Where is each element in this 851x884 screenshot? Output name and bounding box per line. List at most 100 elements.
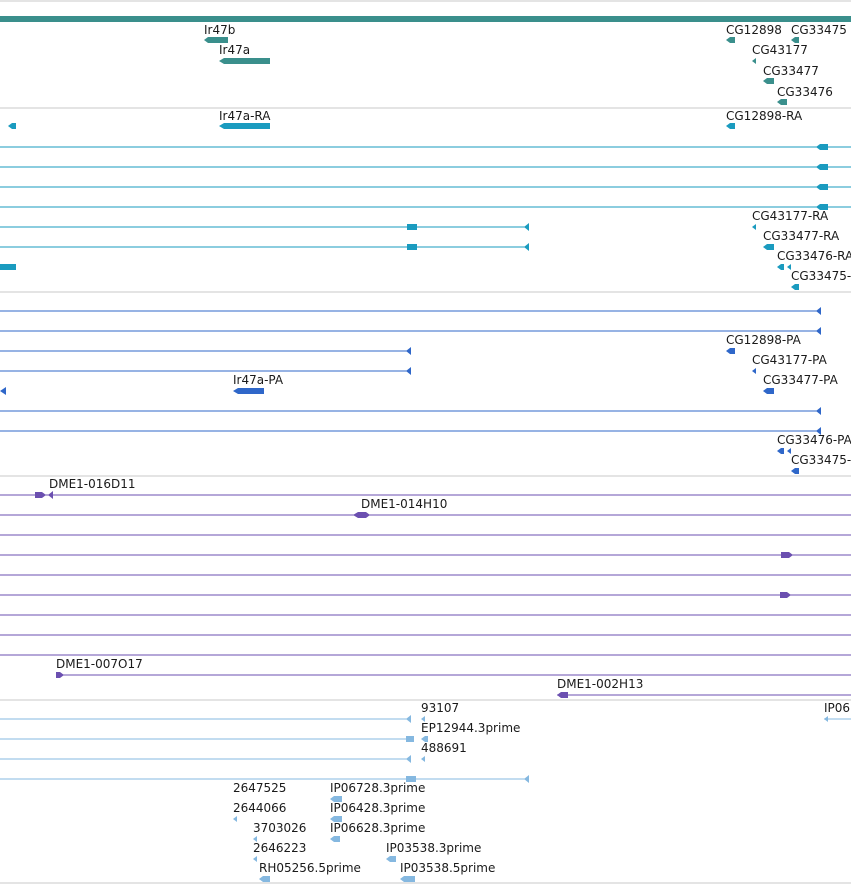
transcript-exon[interactable]	[524, 243, 529, 251]
protein-end[interactable]	[816, 307, 821, 315]
transcript-exon[interactable]	[524, 223, 529, 231]
est-label[interactable]: IP03538.5prime	[400, 861, 495, 875]
protein-end[interactable]	[406, 367, 411, 375]
protein-label[interactable]: Ir47a-PA	[233, 373, 284, 387]
protein-feature[interactable]	[233, 388, 264, 394]
est-feature[interactable]	[421, 716, 425, 722]
transcript-feature[interactable]	[791, 284, 799, 290]
est-feature[interactable]	[386, 856, 396, 862]
transcript-label[interactable]: CG33476-RA	[777, 249, 851, 263]
clone-marker[interactable]	[56, 672, 64, 678]
clone-label[interactable]: DME1-016D11	[49, 477, 136, 491]
protein-feature[interactable]	[0, 387, 6, 395]
gene-feature[interactable]	[791, 37, 799, 43]
protein-feature[interactable]	[752, 368, 756, 374]
protein-feature[interactable]	[787, 448, 791, 454]
est-end[interactable]	[406, 715, 411, 723]
transcript-feature[interactable]	[0, 264, 16, 270]
transcript-exon[interactable]	[816, 184, 828, 190]
transcript-label[interactable]: CG43177-RA	[752, 209, 829, 223]
est-feature[interactable]	[421, 756, 425, 762]
est-label[interactable]: 2646223	[253, 841, 306, 855]
est-feature[interactable]	[421, 736, 428, 742]
est-feature[interactable]	[330, 816, 342, 822]
est-label[interactable]: 93107	[421, 701, 459, 715]
transcript-label[interactable]: CG33475-	[791, 269, 851, 283]
est-end[interactable]	[406, 755, 411, 763]
gene-label[interactable]: CG33477	[763, 64, 819, 78]
protein-feature[interactable]	[791, 468, 799, 474]
protein-end[interactable]	[406, 347, 411, 355]
est-label[interactable]: 2647525	[233, 781, 286, 795]
clone-marker[interactable]	[353, 512, 370, 518]
gene-feature[interactable]	[726, 37, 735, 43]
est-feature[interactable]	[330, 836, 340, 842]
transcript-feature[interactable]	[8, 123, 16, 129]
est-feature[interactable]	[824, 716, 828, 722]
est-feature[interactable]	[259, 876, 270, 882]
protein-end[interactable]	[816, 327, 821, 335]
clone-label[interactable]: DME1-007O17	[56, 657, 143, 671]
gene-feature[interactable]	[752, 58, 756, 64]
transcript-exon[interactable]	[816, 204, 828, 210]
transcript-label[interactable]: CG12898-RA	[726, 109, 803, 123]
est-label[interactable]: EP12944.3prime	[421, 721, 520, 735]
protein-label[interactable]: CG12898-PA	[726, 333, 802, 347]
protein-label[interactable]: CG33477-PA	[763, 373, 839, 387]
protein-label[interactable]: CG43177-PA	[752, 353, 828, 367]
est-end[interactable]	[524, 775, 529, 783]
est-feature[interactable]	[253, 836, 257, 842]
clone-marker[interactable]	[48, 491, 53, 499]
est-feature[interactable]	[253, 856, 257, 862]
gene-feature[interactable]	[763, 78, 774, 84]
clone-marker[interactable]	[557, 692, 568, 698]
transcript-feature[interactable]	[787, 264, 791, 270]
transcript-feature[interactable]	[752, 224, 756, 230]
gene-feature-bar[interactable]	[0, 16, 851, 22]
gene-label[interactable]: CG12898	[726, 23, 782, 37]
clone-marker[interactable]	[780, 592, 791, 598]
gene-feature[interactable]	[219, 58, 270, 64]
est-label[interactable]: IP03538.3prime	[386, 841, 481, 855]
transcript-label[interactable]: CG33477-RA	[763, 229, 840, 243]
est-label[interactable]: IP06428.3prime	[330, 801, 425, 815]
transcript-feature[interactable]	[219, 123, 270, 129]
protein-feature[interactable]	[763, 388, 774, 394]
clone-marker[interactable]	[781, 552, 793, 558]
est-label[interactable]: RH05256.5prime	[259, 861, 361, 875]
est-label[interactable]: 488691	[421, 741, 467, 755]
protein-feature[interactable]	[726, 348, 735, 354]
est-feature[interactable]	[233, 816, 237, 822]
protein-feature[interactable]	[777, 448, 784, 454]
est-exon[interactable]	[406, 776, 416, 782]
transcript-feature[interactable]	[763, 244, 774, 250]
transcript-feature[interactable]	[726, 123, 735, 129]
gene-label[interactable]: Ir47a	[219, 43, 250, 57]
clone-label[interactable]: DME1-002H13	[557, 677, 643, 691]
transcript-exon[interactable]	[407, 224, 417, 230]
transcript-exon[interactable]	[816, 144, 828, 150]
est-label[interactable]: 3703026	[253, 821, 306, 835]
clone-marker[interactable]	[35, 492, 46, 498]
protein-end[interactable]	[816, 427, 821, 435]
est-label[interactable]: IP06628.3prime	[330, 821, 425, 835]
est-feature[interactable]	[400, 876, 415, 882]
clone-label[interactable]: DME1-014H10	[361, 497, 447, 511]
est-feature[interactable]	[330, 796, 342, 802]
protein-end[interactable]	[816, 407, 821, 415]
est-label[interactable]: 2644066	[233, 801, 286, 815]
gene-label[interactable]: CG33476	[777, 85, 833, 99]
protein-label[interactable]: CG33476-PA	[777, 433, 851, 447]
transcript-feature[interactable]	[777, 264, 784, 270]
transcript-exon[interactable]	[407, 244, 417, 250]
gene-label[interactable]: Ir47b	[204, 23, 235, 37]
est-label[interactable]: IP06	[824, 701, 850, 715]
est-label[interactable]: IP06728.3prime	[330, 781, 425, 795]
transcript-exon[interactable]	[816, 164, 828, 170]
gene-feature[interactable]	[204, 37, 228, 43]
gene-feature[interactable]	[777, 99, 787, 105]
protein-label[interactable]: CG33475-	[791, 453, 851, 467]
transcript-label[interactable]: Ir47a-RA	[219, 109, 271, 123]
gene-label[interactable]: CG43177	[752, 43, 808, 57]
gene-label[interactable]: CG33475	[791, 23, 847, 37]
